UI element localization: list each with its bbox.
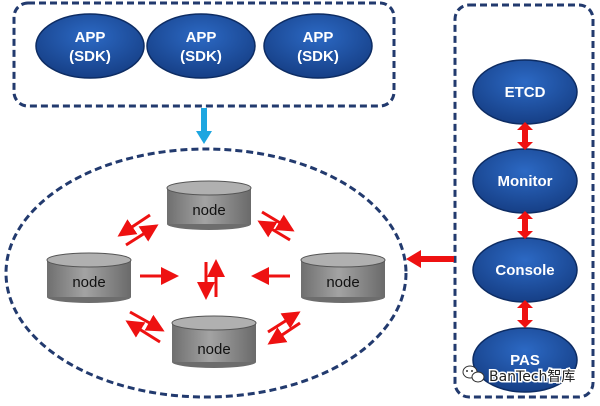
services-container — [453, 3, 595, 399]
node-top-label: node — [192, 202, 225, 219]
service-etcd[interactable]: ETCD — [472, 59, 578, 125]
app-sdk-3-line1: APP — [303, 29, 334, 46]
service-monitor[interactable]: Monitor — [472, 148, 578, 214]
node-bottom-label: node — [197, 341, 230, 358]
app-sdk-2-line2: (SDK) — [180, 48, 222, 65]
node-left[interactable]: node — [46, 252, 132, 303]
etcd-monitor-link — [517, 122, 533, 150]
app-sdk-3-line2: (SDK) — [297, 48, 339, 65]
service-console[interactable]: Console — [472, 237, 578, 303]
app-to-cluster-arrow — [196, 108, 212, 144]
monitor-console-link — [517, 211, 533, 239]
service-links — [517, 122, 533, 328]
node-bottom[interactable]: node — [171, 315, 257, 368]
app-sdk-2[interactable]: APP (SDK) — [146, 13, 256, 79]
app-sdk-1-line1: APP — [75, 29, 106, 46]
services-to-cluster-arrow — [406, 250, 454, 268]
service-etcd-label: ETCD — [505, 84, 546, 101]
watermark-text-halo: BanTech智库 — [489, 369, 575, 385]
service-console-label: Console — [495, 262, 554, 279]
console-pas-link — [517, 300, 533, 328]
watermark-text: BanTech智库 — [489, 369, 575, 385]
app-sdk-2-line1: APP — [186, 29, 217, 46]
app-sdk-1[interactable]: APP (SDK) — [35, 13, 145, 79]
wechat-icon — [462, 365, 485, 383]
node-left-label: node — [72, 274, 105, 291]
app-sdk-3[interactable]: APP (SDK) — [263, 13, 373, 79]
service-monitor-label: Monitor — [498, 173, 553, 190]
node-top[interactable]: node — [166, 180, 252, 230]
app-sdk-1-line2: (SDK) — [69, 48, 111, 65]
node-cluster-container — [4, 147, 408, 399]
service-pas-label: PAS — [510, 352, 540, 369]
service-pas[interactable]: PAS — [472, 327, 578, 393]
node-right-label: node — [326, 274, 359, 291]
watermark: BanTech智库 BanTech智库 — [462, 365, 577, 387]
app-group-container — [12, 1, 396, 108]
node-links — [117, 210, 301, 345]
node-right[interactable]: node — [300, 252, 386, 303]
